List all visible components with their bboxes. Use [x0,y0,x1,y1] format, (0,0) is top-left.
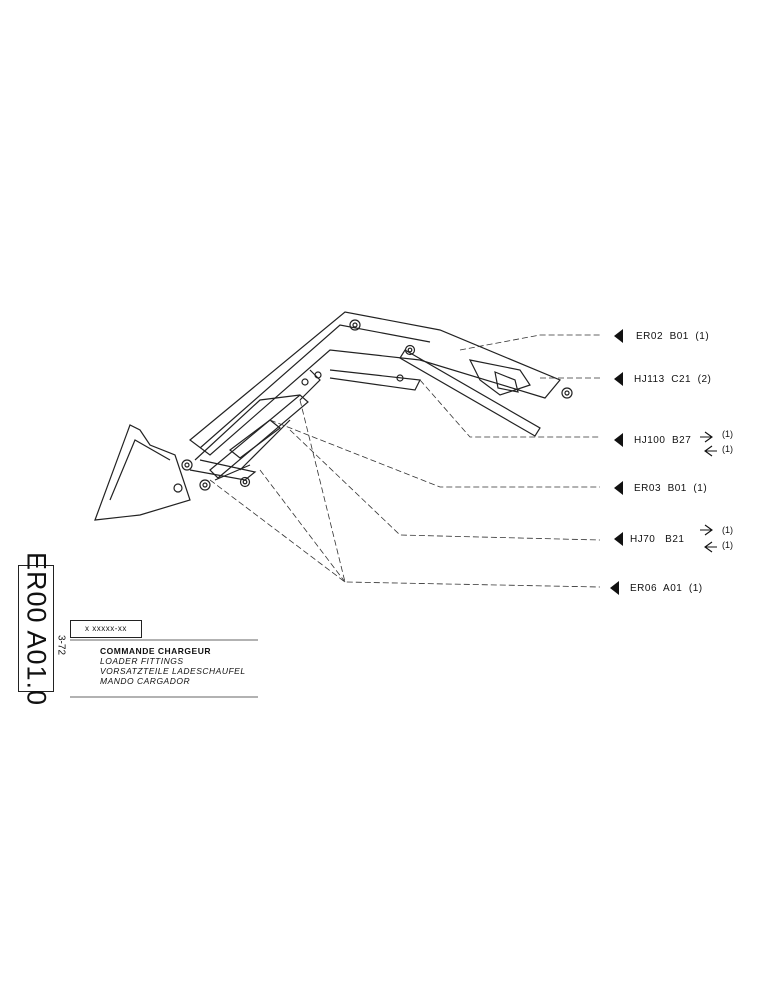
qty-pair-hj100: (1) (1) [722,427,733,457]
pin-end [561,387,573,399]
lift-cylinder [399,349,541,437]
qty-in: (1) [722,444,733,454]
triangle-left-icon [614,532,623,546]
callout-hj113[interactable]: HJ113 C21 (2) [614,370,711,388]
pin-cylinder [404,344,416,356]
qty-pair-hj70: (1) (1) [722,523,733,553]
pin-link [239,476,251,488]
title-german: VORSATZTEILE LADESCHAUFEL [100,666,246,676]
triangle-left-icon [614,329,623,343]
callout-er03[interactable]: ER03 B01 (1) [614,479,707,497]
title-french: COMMANDE CHARGEUR [100,646,211,656]
leader-4 [269,419,600,488]
callout-hj100[interactable]: HJ100 B27 [614,431,691,449]
part-code-box: x xxxxx-xx [70,620,142,638]
triangle-left-icon [610,581,619,595]
loader-arm [189,311,561,456]
qty-out: (1) [722,429,733,439]
title-english: LOADER FITTINGS [100,656,184,666]
arrow-in-2 [704,541,717,553]
title-lines: COMMANDE CHARGEUR LOADER FITTINGS VORSAT… [100,646,246,686]
leader-5 [289,429,601,541]
triangle-left-icon [614,433,623,447]
drawing-code-box: ER00 A01.0 [18,551,54,706]
callout-hj70[interactable]: HJ70 B21 [614,530,684,548]
callout-er06[interactable]: ER06 A01 (1) [610,579,703,597]
arrow-in-1 [704,445,717,457]
pin-bucket-1 [181,459,193,471]
callout-er02[interactable]: ER02 B01 (1) [614,327,709,345]
arrow-out-1 [700,431,713,443]
bucket [94,424,191,521]
leader-1 [459,334,600,351]
pin-top [349,319,361,331]
title-spanish: MANDO CARGADOR [100,676,191,686]
qty-in: (1) [722,540,733,550]
triangle-left-icon [614,481,623,495]
arrow-out-2 [700,524,713,536]
triangle-left-icon [614,372,623,386]
leader-3 [419,379,600,438]
leader-6 [209,479,601,588]
loader-arm-inner [199,324,431,449]
qty-out: (1) [722,525,733,535]
pin-bucket-2 [199,479,211,491]
